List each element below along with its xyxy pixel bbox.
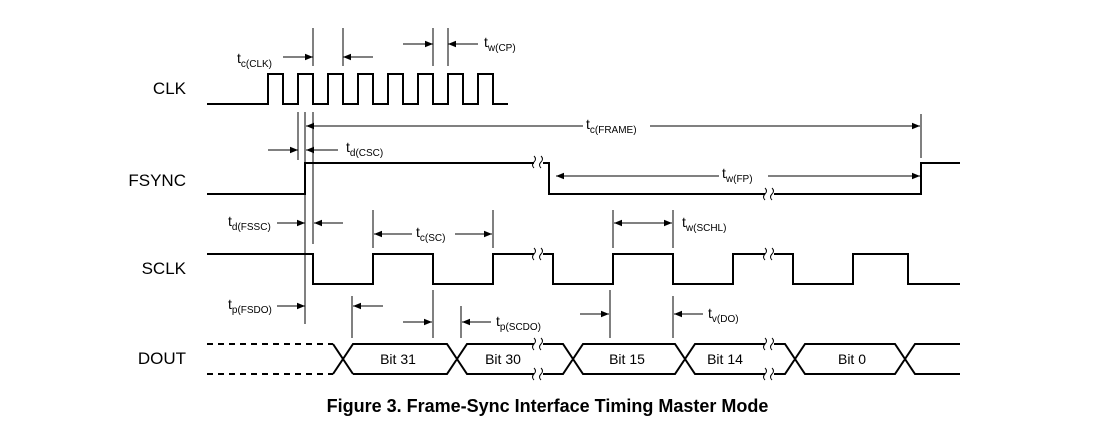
- dout-break-mark: [532, 337, 543, 351]
- sclk-label: SCLK: [142, 259, 187, 278]
- tc-frame-label: tc(FRAME): [586, 116, 637, 136]
- fsync-break-mark: [763, 187, 774, 201]
- tp-scdo-label: tp(SCDO): [496, 313, 541, 333]
- fsync-waveform: [207, 162, 960, 195]
- tv-do-label: tv(DO): [708, 305, 739, 325]
- td-fssc-label: td(FSSC): [228, 213, 271, 233]
- sclk-break-mark: [763, 247, 774, 261]
- td-csc-label: td(CSC): [346, 139, 383, 159]
- tp-fsdo-label: tp(FSDO): [228, 296, 272, 316]
- dout-undefined-start: [207, 343, 333, 375]
- dout-bit-label: Bit 15: [609, 351, 645, 367]
- clk-waveform: [207, 73, 508, 105]
- figure-caption: Figure 3. Frame-Sync Interface Timing Ma…: [326, 396, 769, 416]
- tc-sc-label: tc(SC): [416, 224, 445, 244]
- tw-schl-label: tw(SCHL): [682, 214, 726, 234]
- fsync-label: FSYNC: [128, 171, 186, 190]
- tw-fp-label: tw(FP): [722, 165, 753, 185]
- tw-cp-label: tw(CP): [484, 34, 516, 54]
- dout-bit-label: Bit 31: [380, 351, 416, 367]
- dout-label: DOUT: [138, 349, 186, 368]
- dout-bit-label: Bit 30: [485, 351, 521, 367]
- sclk-waveform: [207, 253, 960, 285]
- dout-break-mark: [532, 367, 543, 381]
- clk-label: CLK: [153, 79, 187, 98]
- tc-clk-label: tc(CLK): [237, 50, 272, 70]
- dout-bit-label: Bit 0: [838, 351, 866, 367]
- sclk-break-mark: [532, 247, 543, 261]
- timing-diagram: CLK FSYNC SCLK DOUT Bit 31 Bit 30 Bit 15…: [128, 28, 960, 381]
- fsync-break-mark: [532, 155, 543, 169]
- dout-break-mark: [763, 367, 774, 381]
- dout-bit-label: Bit 14: [707, 351, 743, 367]
- dout-waveform: [332, 343, 960, 375]
- dout-break-mark: [763, 337, 774, 351]
